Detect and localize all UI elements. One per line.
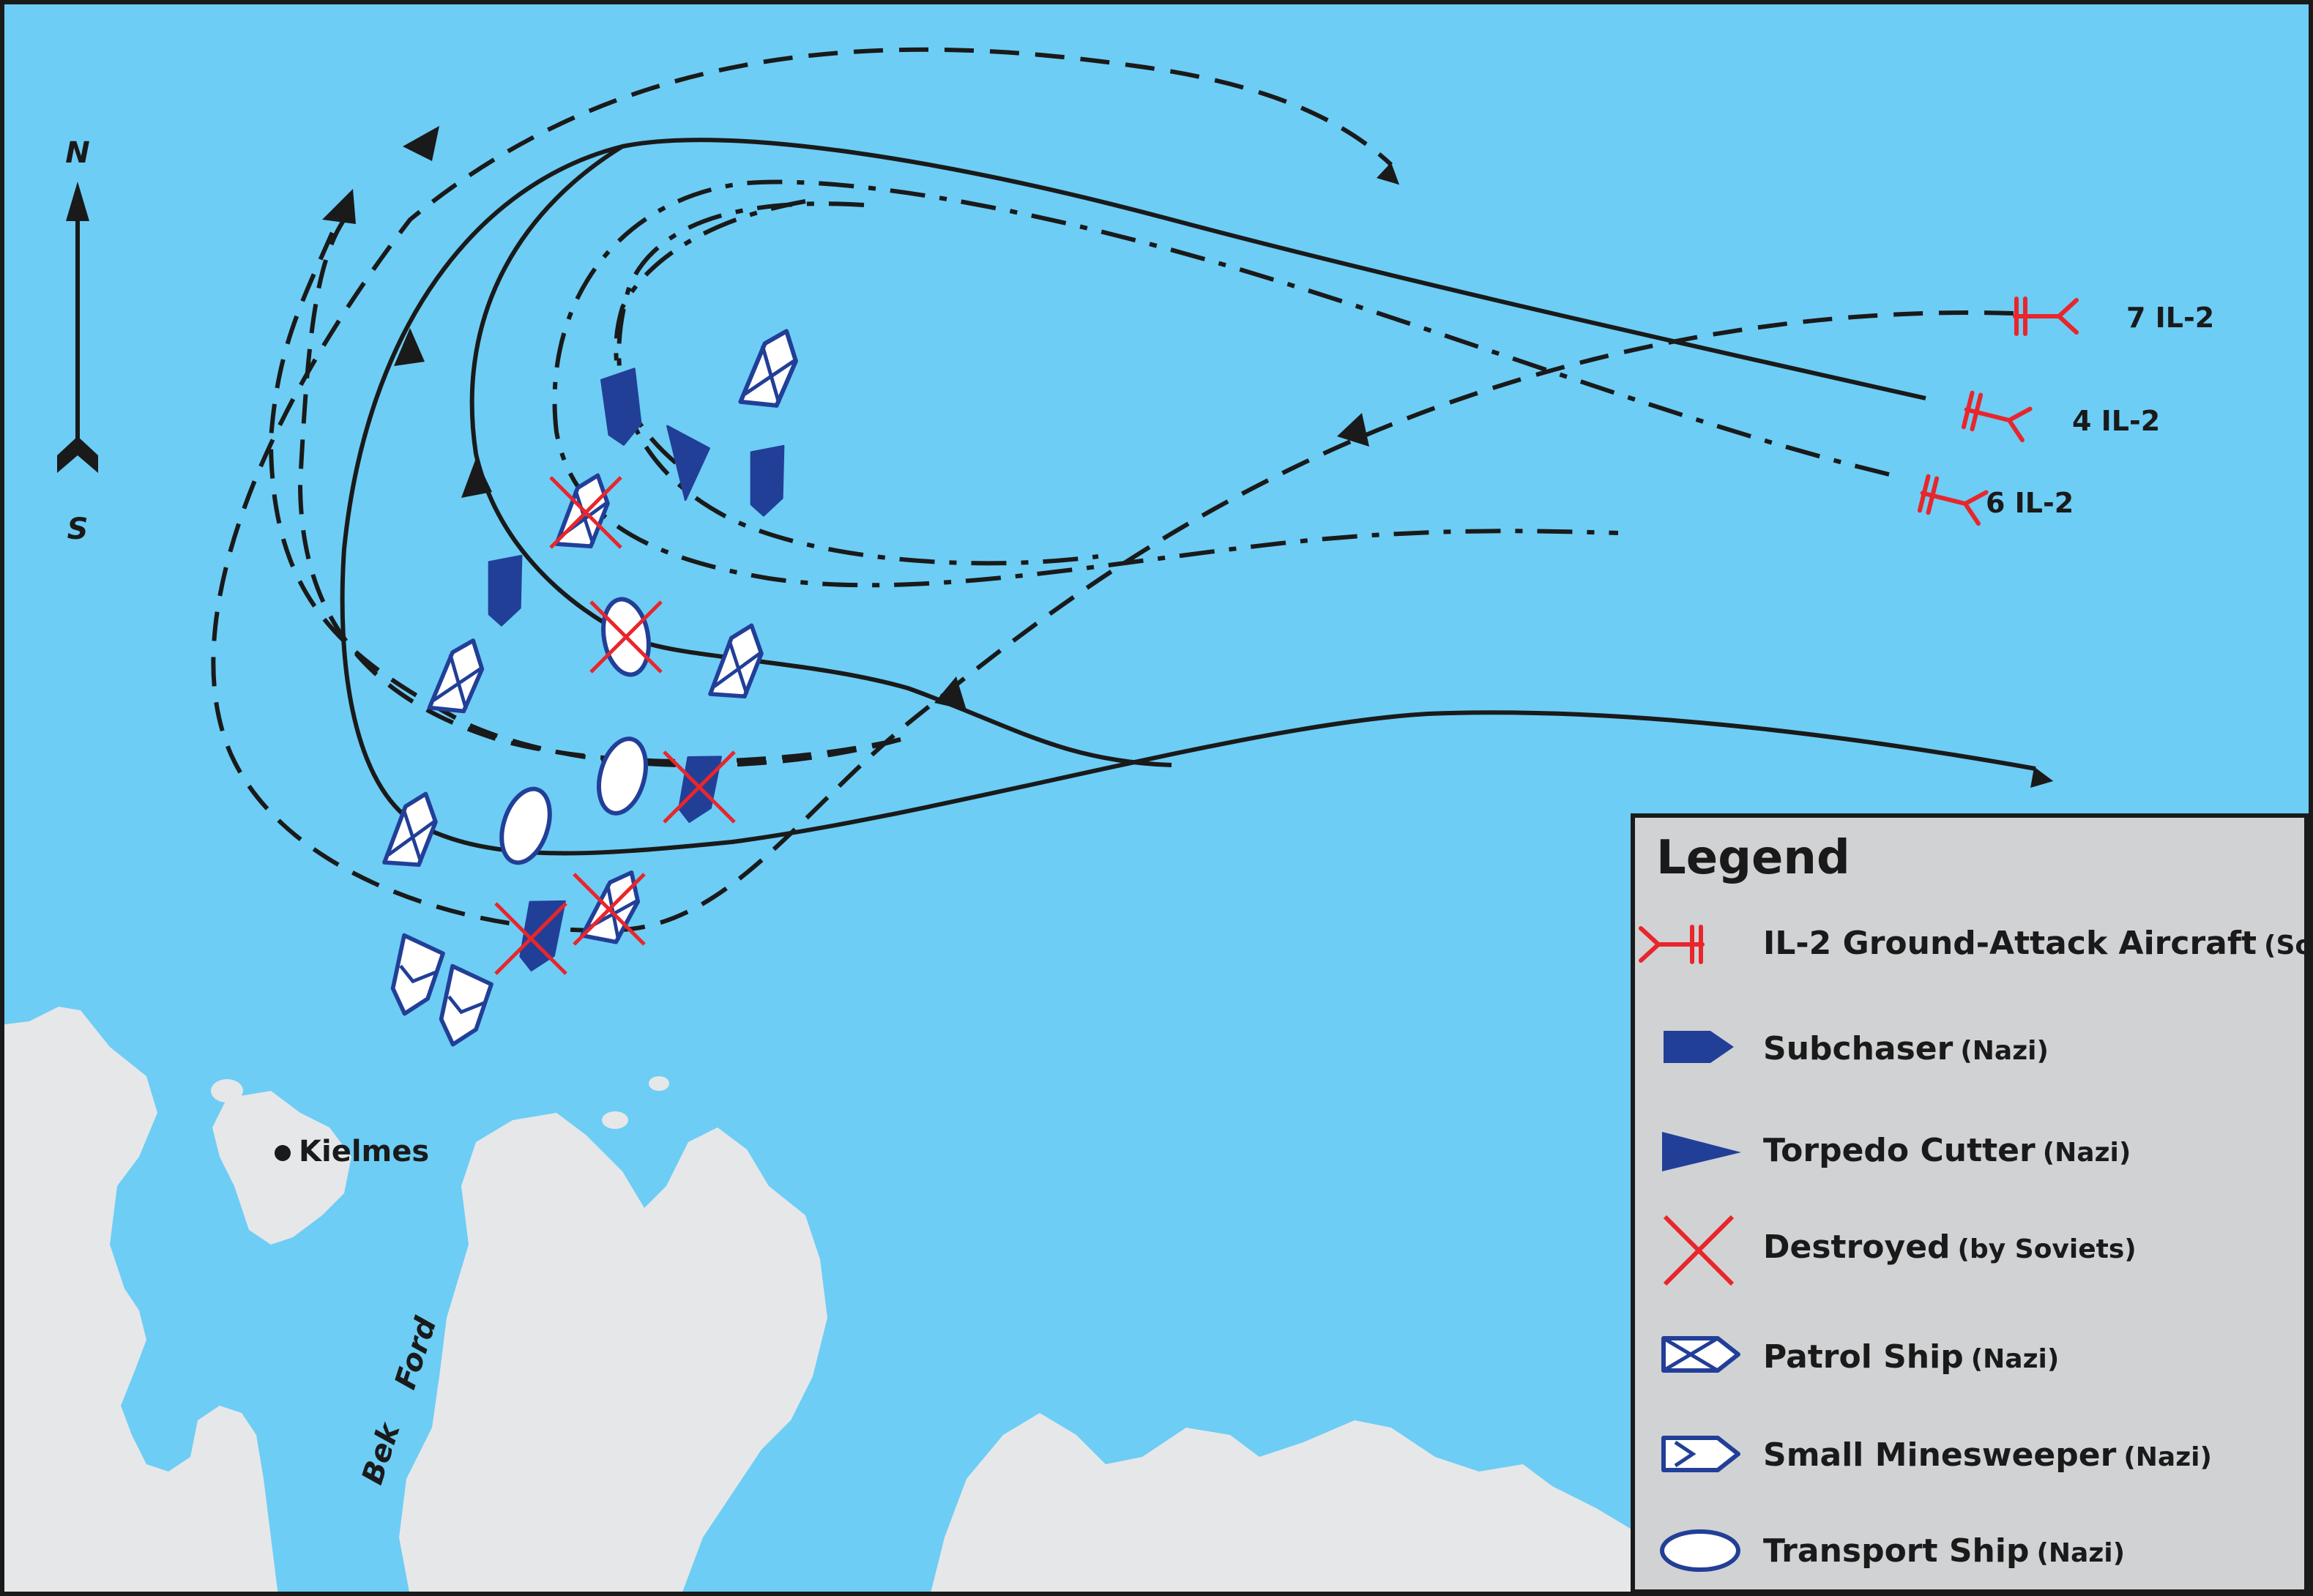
legend-item-destroyed: Destroyed(by Soviets) [1763,1228,2137,1266]
compass: N S [57,136,98,546]
minesweeper-icon [1661,1436,1740,1472]
route-7-il2 [211,47,2014,933]
route-6-il2 [552,179,1890,588]
legend-item-torpedo-cutter: Torpedo Cutter(Nazi) [1763,1132,2131,1169]
legend-title: Legend [1656,831,1850,885]
legend-item-subchaser: Subchaser(Nazi) [1763,1030,2049,1067]
torpedo-cutter-icon [1662,1132,1741,1171]
legend-item-minesweeper: Small Minesweeper(Nazi) [1763,1436,2212,1474]
flight-label-7: 7 IL-2 [2126,302,2214,334]
legend-item-il2: IL-2 Ground-Attack Aircraft(Soviet) [1763,925,2313,962]
legend-item-transport-ship: Transport Ship(Nazi) [1763,1532,2125,1570]
route-6-il2-loop2 [617,201,1099,566]
coastline-land [0,1007,1633,1596]
compass-north-label: N [65,136,89,170]
subchaser-icon [1664,1031,1734,1063]
route-arrows [322,126,1369,710]
flight-label-4: 4 IL-2 [2072,405,2160,437]
legend-box [1631,813,2309,1594]
flight-label-6: 6 IL-2 [1986,487,2074,519]
patrol-ship-icon [1661,1336,1740,1373]
transport-ship-icon [1660,1529,1740,1572]
flight-markers: 7 IL-2 4 IL-2 6 IL-2 [1918,299,2214,525]
route-6-il2-loop3 [614,199,806,485]
kielmes-label: Kielmes [299,1135,429,1168]
kielmes-town-dot [275,1145,291,1161]
destroyed-cross-icon [1663,1215,1735,1286]
legend-item-patrol-ship: Patrol Ship(Nazi) [1763,1338,2059,1376]
route-4-il2 [340,138,2054,856]
compass-south-label: S [67,512,89,546]
legend: Legend IL-2 Ground-Attack Aircraft(Sovie… [1631,813,2313,1594]
